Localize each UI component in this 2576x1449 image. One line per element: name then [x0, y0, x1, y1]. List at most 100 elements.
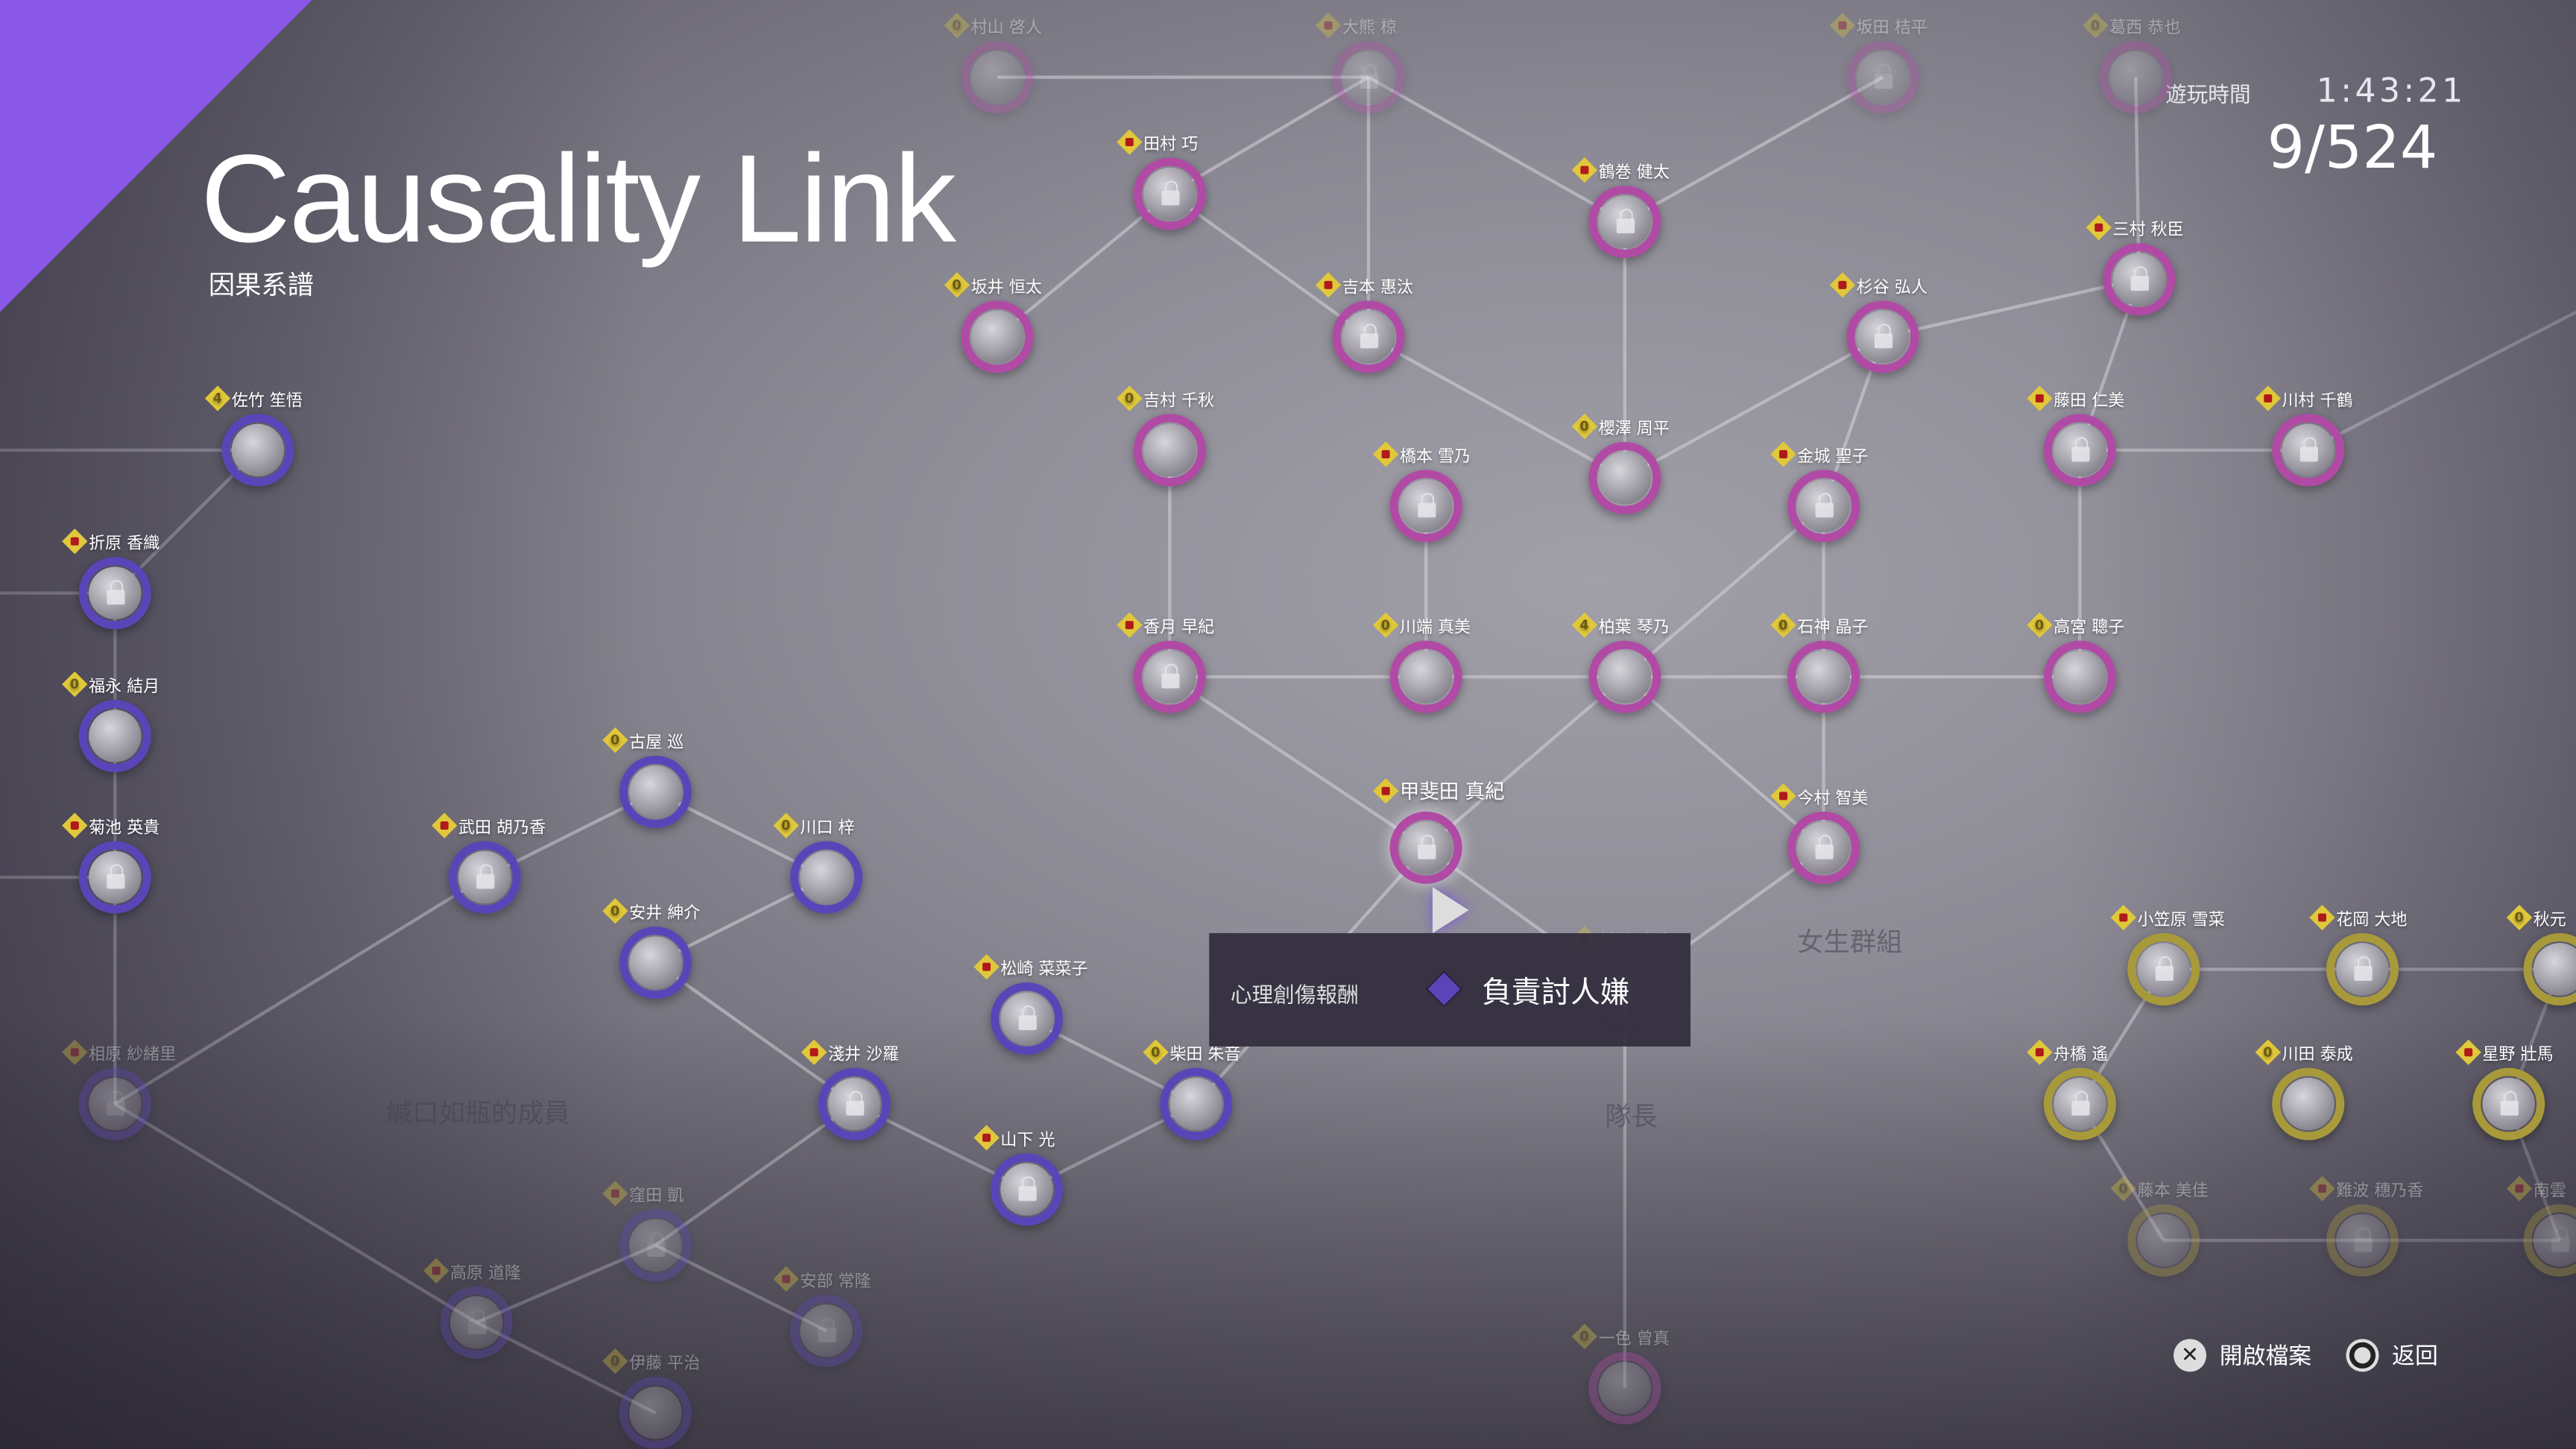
character-node[interactable] [619, 1377, 692, 1449]
character-label[interactable]: 坂田 桔平 [1829, 13, 1928, 39]
character-label[interactable]: 松崎 菜菜子 [973, 953, 1088, 980]
character-label[interactable]: 吉本 惠汰 [1315, 272, 1413, 298]
character-label[interactable]: 武田 胡乃香 [432, 812, 546, 839]
character-node[interactable] [2043, 414, 2116, 487]
character-node[interactable] [78, 699, 151, 772]
character-node[interactable] [1588, 441, 1661, 514]
character-label[interactable]: 今村 智美 [1770, 783, 1868, 809]
character-node[interactable] [78, 841, 151, 914]
character-label[interactable]: 折原 香織 [62, 528, 160, 555]
character-node[interactable] [991, 1153, 1064, 1226]
character-label[interactable]: 南雲 [2506, 1175, 2566, 1202]
character-label[interactable]: 甲斐田 真紀 [1373, 777, 1505, 805]
character-label[interactable]: 杉谷 弘人 [1829, 272, 1928, 298]
character-node[interactable] [1389, 811, 1462, 884]
character-node[interactable] [961, 300, 1034, 373]
character-node[interactable] [1787, 640, 1860, 713]
character-node[interactable] [2523, 932, 2576, 1006]
character-node[interactable] [1588, 186, 1661, 259]
character-node[interactable] [2326, 1204, 2399, 1277]
character-node[interactable] [2472, 1067, 2545, 1140]
character-node[interactable] [1389, 640, 1462, 713]
character-node[interactable] [2043, 640, 2116, 713]
character-node[interactable] [2272, 414, 2345, 487]
character-label[interactable]: 藤田 仁美 [2027, 385, 2124, 411]
character-node[interactable] [2099, 41, 2172, 114]
character-node[interactable] [440, 1286, 513, 1359]
character-node[interactable] [2103, 243, 2176, 316]
character-node[interactable] [619, 755, 692, 828]
character-node[interactable] [1160, 1067, 1233, 1140]
character-node[interactable] [1588, 1351, 1661, 1424]
character-node[interactable] [818, 1067, 891, 1140]
character-label[interactable]: 窪田 凱 [602, 1181, 684, 1207]
character-node[interactable] [1332, 41, 1405, 114]
character-node[interactable] [1389, 470, 1462, 543]
character-node[interactable] [78, 557, 151, 630]
character-label[interactable]: 田村 巧 [1117, 129, 1198, 155]
character-label[interactable]: 相原 紗緒里 [62, 1039, 176, 1065]
character-node[interactable] [2127, 932, 2200, 1006]
character-node[interactable] [2043, 1067, 2116, 1140]
character-node[interactable] [790, 1294, 863, 1367]
character-label[interactable]: 高原 道隆 [423, 1257, 521, 1284]
character-node[interactable] [2326, 932, 2399, 1006]
character-node[interactable] [961, 41, 1034, 114]
character-label[interactable]: 難波 穗乃香 [2309, 1175, 2423, 1202]
character-node[interactable] [2272, 1067, 2345, 1140]
character-label[interactable]: 山下 光 [973, 1125, 1055, 1151]
character-label[interactable]: 橋本 雪乃 [1373, 441, 1471, 467]
back-button[interactable]: 返回 [2346, 1339, 2438, 1372]
character-node[interactable] [448, 841, 521, 914]
open-file-button[interactable]: ✕ 開啟檔案 [2174, 1339, 2311, 1372]
character-node[interactable] [991, 982, 1064, 1055]
character-node[interactable] [790, 841, 863, 914]
character-label[interactable]: 金城 聖子 [1770, 441, 1868, 467]
character-label[interactable]: 大熊 椋 [1315, 13, 1397, 39]
character-label[interactable]: 舟橋 遙 [2027, 1039, 2108, 1065]
character-node[interactable] [221, 414, 294, 487]
character-label[interactable]: 川村 千鶴 [2255, 385, 2353, 411]
character-label[interactable]: 淺井 沙羅 [801, 1039, 899, 1065]
character-node[interactable] [1846, 300, 1919, 373]
character-label[interactable]: 安部 常隆 [773, 1266, 871, 1292]
character-label[interactable]: 鶴巻 健太 [1571, 157, 1670, 183]
character-node[interactable] [619, 926, 692, 1000]
character-node[interactable] [1787, 811, 1860, 884]
character-node[interactable] [1588, 640, 1661, 713]
character-node[interactable] [1133, 157, 1206, 230]
character-label[interactable]: 香月 早紀 [1117, 612, 1214, 638]
character-label[interactable]: 星野 壯馬 [2455, 1039, 2554, 1065]
character-node[interactable] [78, 1067, 151, 1140]
character-node[interactable] [1133, 414, 1206, 487]
character-node[interactable] [1787, 470, 1860, 543]
character-node[interactable] [2523, 1204, 2576, 1277]
character-label[interactable]: 菊池 英貴 [62, 812, 160, 839]
character-label[interactable]: 花岡 大地 [2309, 904, 2407, 931]
character-node[interactable] [1133, 640, 1206, 713]
character-node[interactable] [2127, 1204, 2200, 1277]
character-label[interactable]: 小笠原 雪菜 [2110, 904, 2225, 931]
character-node[interactable] [619, 1209, 692, 1282]
character-node[interactable] [1332, 300, 1405, 373]
